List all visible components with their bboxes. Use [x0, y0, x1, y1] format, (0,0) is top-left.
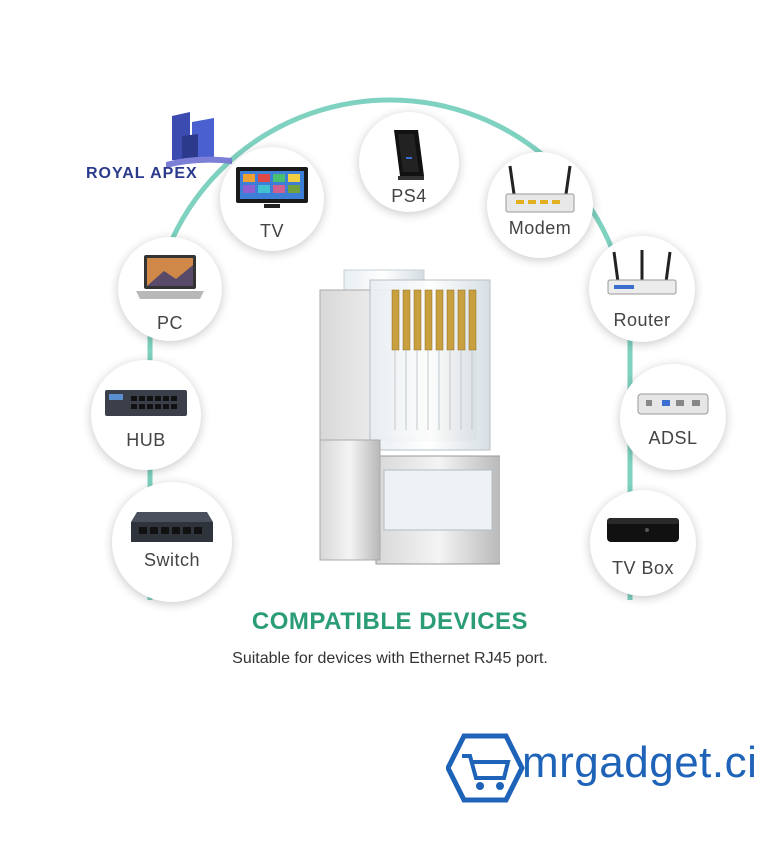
laptop-icon: [136, 255, 204, 299]
device-label: PC: [156, 313, 183, 333]
ps4-console-icon: [394, 130, 424, 180]
device-ps4: PS4: [359, 112, 459, 212]
brand-logo: [446, 733, 525, 803]
section-subline: Suitable for devices with Ethernet RJ45 …: [232, 650, 548, 667]
device-label: TV Box: [611, 558, 675, 578]
hub-icon: [105, 390, 187, 416]
network-switch-icon: [131, 512, 213, 542]
tv-icon: [236, 167, 308, 208]
shopping-cart-icon: [462, 754, 511, 790]
device-label: Router: [613, 310, 671, 330]
section-headline: COMPATIBLE DEVICES: [251, 608, 529, 635]
device-label: TV: [259, 221, 284, 241]
device-adsl: ADSL: [620, 364, 726, 470]
royal-apex-logo-text: ROYAL APEX: [86, 165, 198, 182]
device-tvbox: TV Box: [590, 490, 696, 596]
tv-box-icon: [607, 518, 679, 542]
device-label: ADSL: [648, 428, 698, 448]
brand-name: mrgadget.ci: [522, 738, 758, 787]
device-switch: Switch: [112, 482, 232, 602]
device-router: Router: [589, 236, 695, 342]
router-icon: [607, 250, 677, 295]
device-modem: Modem: [487, 152, 593, 258]
device-tv: TV: [220, 147, 324, 251]
device-label: PS4: [391, 186, 427, 206]
device-pc: PC: [118, 237, 222, 341]
device-label: Switch: [143, 550, 200, 570]
device-hub: HUB: [91, 360, 201, 470]
rj45-connector-image: [319, 269, 500, 565]
royal-apex-logo: [166, 112, 232, 168]
adsl-modem-icon: [637, 393, 709, 415]
modem-icon: [505, 165, 575, 213]
device-label: HUB: [126, 430, 166, 450]
device-label: Modem: [508, 218, 572, 238]
